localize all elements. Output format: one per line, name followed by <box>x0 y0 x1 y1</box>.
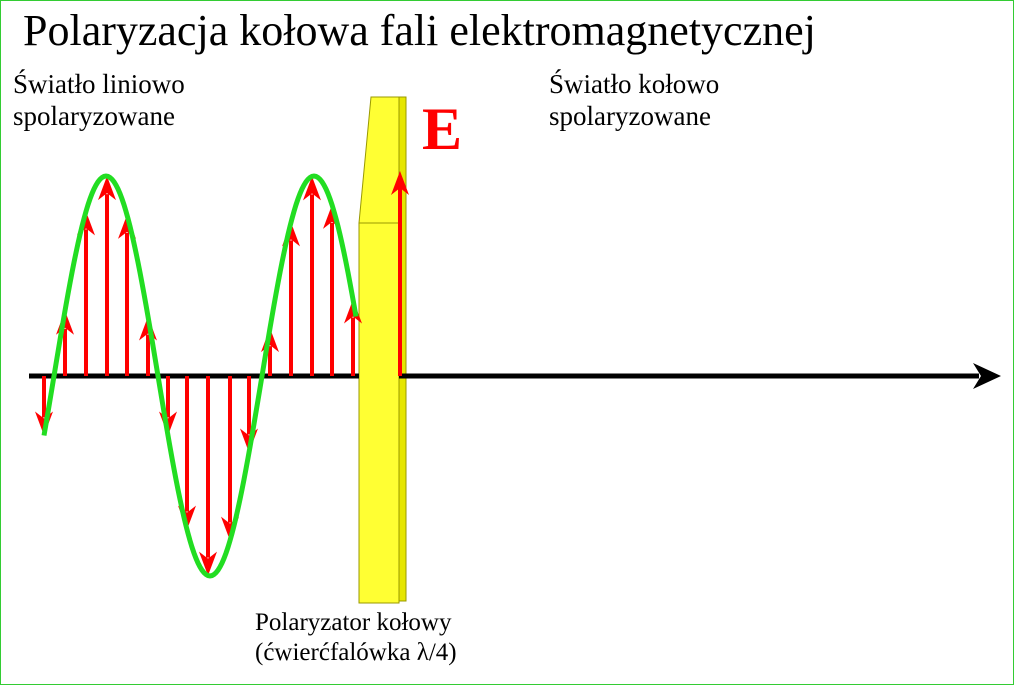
plate-label-line2: (ćwierćfalówka λ/4) <box>255 639 457 666</box>
outgoing-light-label: Światło kołowo spolaryzowane <box>549 68 719 132</box>
field-vector-arrow <box>199 376 217 576</box>
plate-label-line1: Polaryzator kołowy <box>255 609 452 636</box>
output-field-vector <box>391 171 409 376</box>
plate-front-face <box>358 222 400 604</box>
outgoing-label-line2: spolaryzowane <box>549 101 711 131</box>
outgoing-label-line1: Światło kołowo <box>549 69 720 99</box>
sine-wave <box>41 173 359 579</box>
diagram-title: Polaryzacja kołowa fali elektromagnetycz… <box>23 6 816 55</box>
field-vector-head <box>199 551 217 576</box>
axis-arrowhead <box>973 363 1001 389</box>
field-vector-arrow <box>98 176 116 376</box>
plate-top-face <box>358 96 400 224</box>
field-vector-arrow <box>303 176 321 376</box>
incoming-label-line1: Światło liniowo <box>13 69 185 99</box>
plate-label: Polaryzator kołowy (ćwierćfalówka λ/4) <box>255 608 457 668</box>
field-vector-head <box>98 176 116 201</box>
propagation-axis <box>29 363 1001 389</box>
incoming-light-label: Światło liniowo spolaryzowane <box>13 68 185 132</box>
output-vector-head <box>391 171 409 195</box>
field-vector-head <box>303 176 321 201</box>
incoming-label-line2: spolaryzowane <box>13 101 175 131</box>
field-symbol: E <box>422 96 463 162</box>
